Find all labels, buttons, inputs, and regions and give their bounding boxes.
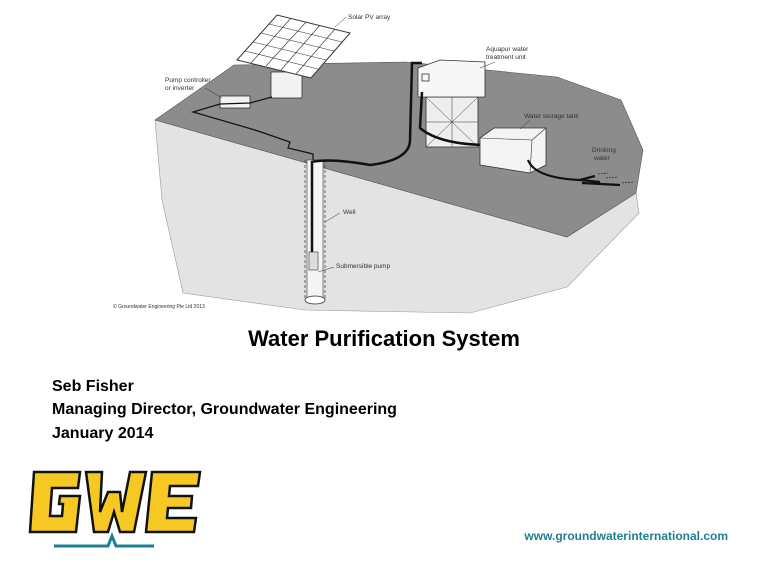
label-treatment: Aquapur water — [486, 46, 529, 53]
label-drinking: Drinking — [592, 147, 616, 154]
gwe-logo — [28, 470, 202, 548]
drinking-water-pipes — [526, 159, 621, 187]
submersible-pump — [308, 251, 319, 271]
label-storage: Water storage tank — [524, 113, 579, 120]
pump-controller — [219, 95, 251, 109]
solar-panel — [236, 14, 351, 99]
treated-pipe — [418, 91, 491, 147]
leader-lines — [204, 16, 531, 273]
label-well: Well — [343, 209, 356, 216]
label-treatment-2: treatment unit — [486, 54, 526, 61]
power-cable — [190, 96, 315, 251]
water-pipe — [310, 61, 422, 252]
presentation-date: January 2014 — [52, 425, 154, 442]
label-pump-controller-2: or inverter — [165, 85, 195, 92]
water-system-diagram: Solar PV array Pump controller or invert… — [113, 14, 644, 314]
well — [304, 159, 326, 305]
slide-title: Water Purification System — [248, 326, 520, 351]
copyright: © Groundwater Engineering Pte Ltd 2013 — [113, 303, 205, 310]
presenter-role: Managing Director, Groundwater Engineeri… — [52, 401, 397, 418]
flow-arrows — [597, 172, 635, 184]
label-pump: Submersible pump — [336, 263, 391, 270]
storage-tank — [479, 127, 547, 174]
label-solar: Solar PV array — [348, 14, 391, 21]
label-drinking-2: water — [593, 155, 611, 162]
label-pump-controller: Pump controller — [165, 77, 211, 84]
website-link[interactable]: www.groundwaterinternational.com — [524, 529, 728, 543]
presenter-name: Seb Fisher — [52, 378, 134, 395]
treatment-unit — [417, 59, 486, 148]
